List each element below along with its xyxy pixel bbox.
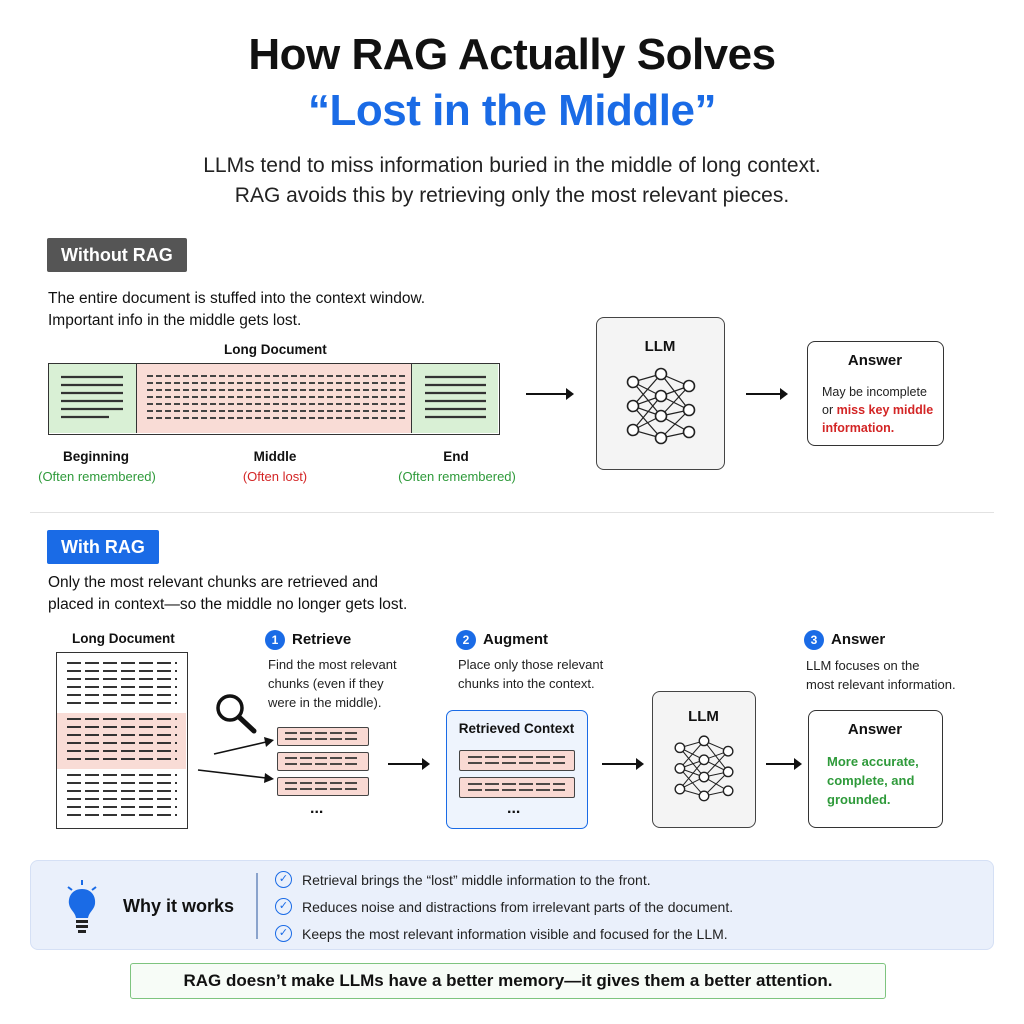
step-1-desc-line-2: chunks (even if they	[268, 676, 384, 691]
step-1-desc-line-1: Find the most relevant	[268, 657, 397, 672]
context-chunk	[459, 777, 575, 798]
answer-text-with: More accurate, complete, and grounded.	[827, 752, 919, 809]
answer-box-with: Answer More accurate, complete, and grou…	[808, 710, 943, 828]
chunk-lines	[468, 756, 565, 764]
page-title-highlight: “Lost in the Middle”	[308, 86, 716, 135]
long-document-strip	[48, 363, 500, 435]
lightbulb-icon	[67, 880, 97, 933]
more-chunks-ellipsis: ...	[507, 800, 521, 817]
without-desc-1: The entire document is stuffed into the …	[48, 290, 426, 307]
arrow-right-icon	[766, 758, 802, 770]
neural-network-icon	[674, 735, 734, 802]
arrow-right-icon	[388, 758, 430, 770]
step-1-desc: Find the most relevant chunks (even if t…	[268, 655, 397, 712]
chunk-lines	[285, 757, 360, 765]
step-2-title: Augment	[483, 631, 548, 648]
retrieved-chunk	[277, 727, 369, 746]
check-circle-icon: ✓	[275, 871, 292, 888]
beginning-label: Beginning	[63, 449, 129, 464]
arrow-right-icon	[602, 758, 644, 770]
document-beginning-section	[49, 364, 136, 433]
step-2-desc-line-2: chunks into the context.	[458, 676, 595, 691]
with-desc-1: Only the most relevant chunks are retrie…	[48, 574, 378, 591]
neural-network-icon	[626, 367, 696, 445]
answer-title: Answer	[847, 352, 903, 369]
footer-takeaway: RAG doesn’t make LLMs have a better memo…	[130, 963, 886, 999]
middle-label: Middle	[253, 449, 297, 464]
check-circle-icon: ✓	[275, 898, 292, 915]
llm-label: LLM	[644, 338, 676, 355]
section-divider	[30, 512, 994, 513]
answer-line-1: More accurate,	[827, 754, 919, 769]
retrieved-context-title: Retrieved Context	[458, 721, 575, 736]
why-it-works-panel: Why it works ✓ Retrieval brings the “los…	[30, 860, 994, 950]
answer-line-2: complete, and	[827, 773, 915, 788]
why-bullet-2: Reduces noise and distractions from irre…	[302, 899, 734, 915]
without-rag-tag: Without RAG	[47, 238, 187, 272]
why-it-works-title: Why it works	[123, 896, 235, 916]
why-divider	[256, 873, 258, 939]
llm-label: LLM	[688, 708, 719, 725]
document-text-lines	[67, 662, 177, 816]
long-document-page	[56, 652, 188, 829]
context-chunk	[459, 750, 575, 771]
retrieved-chunk	[277, 777, 369, 796]
chunk-lines	[285, 782, 360, 790]
document-text-lines	[61, 375, 486, 419]
step-3-title: Answer	[831, 631, 886, 648]
more-chunks-ellipsis: ...	[310, 800, 324, 817]
step-1-title: Retrieve	[292, 631, 352, 648]
step-2-desc-line-1: Place only those relevant	[458, 657, 604, 672]
chunk-lines	[468, 783, 565, 791]
check-circle-icon: ✓	[275, 925, 292, 942]
answer-line-2: or miss key middle	[822, 401, 933, 419]
step-1-desc-line-3: were in the middle).	[268, 695, 382, 710]
chunk-lines	[285, 732, 360, 740]
middle-note: (Often lost)	[242, 469, 308, 484]
page-title: How RAG Actually Solves	[248, 30, 776, 79]
answer-box-without: Answer May be incomplete or miss key mid…	[807, 341, 944, 446]
document-end-section	[412, 364, 498, 433]
answer-text-without: May be incomplete or miss key middle inf…	[822, 383, 933, 437]
answer-line-3: information.	[822, 421, 895, 435]
step-3-desc-line-2: most relevant information.	[806, 677, 956, 692]
llm-box-with: LLM	[652, 691, 756, 828]
answer-line-2-prefix: or	[822, 403, 837, 417]
retrieved-chunk	[277, 752, 369, 771]
magnifier-icon	[216, 694, 257, 734]
subtitle-line-1: LLMs tend to miss information buried in …	[203, 154, 821, 177]
step-3-desc: LLM focuses on the most relevant informa…	[806, 656, 956, 694]
long-document-label: Long Document	[72, 631, 175, 646]
answer-line-1: May be incomplete	[822, 385, 927, 399]
step-2-badge: 2	[456, 630, 476, 650]
beginning-note: (Often remembered)	[38, 469, 156, 484]
answer-title: Answer	[847, 721, 903, 738]
with-rag-tag: With RAG	[47, 530, 159, 564]
retrieval-arrows	[197, 737, 274, 783]
end-label: End	[443, 449, 469, 464]
answer-line-3: grounded.	[827, 792, 891, 807]
without-desc-2: Important info in the middle gets lost.	[48, 312, 302, 329]
retrieved-context-box: Retrieved Context ...	[446, 710, 588, 829]
answer-line-2-highlight: miss key middle	[836, 403, 934, 417]
subtitle-line-2: RAG avoids this by retrieving only the m…	[234, 184, 790, 207]
arrow-right-icon	[746, 388, 788, 400]
arrow-right-icon	[526, 388, 574, 400]
why-bullet-1: Retrieval brings the “lost” middle infor…	[302, 872, 651, 888]
long-document-label: Long Document	[224, 342, 327, 357]
with-desc-2: placed in context—so the middle no longe…	[48, 596, 408, 613]
step-3-badge: 3	[804, 630, 824, 650]
llm-box-without: LLM	[596, 317, 725, 470]
step-1-badge: 1	[265, 630, 285, 650]
why-bullet-3: Keeps the most relevant information visi…	[302, 926, 728, 942]
step-3-desc-line-1: LLM focuses on the	[806, 658, 920, 673]
end-note: (Often remembered)	[398, 469, 516, 484]
step-2-desc: Place only those relevant chunks into th…	[458, 655, 603, 693]
